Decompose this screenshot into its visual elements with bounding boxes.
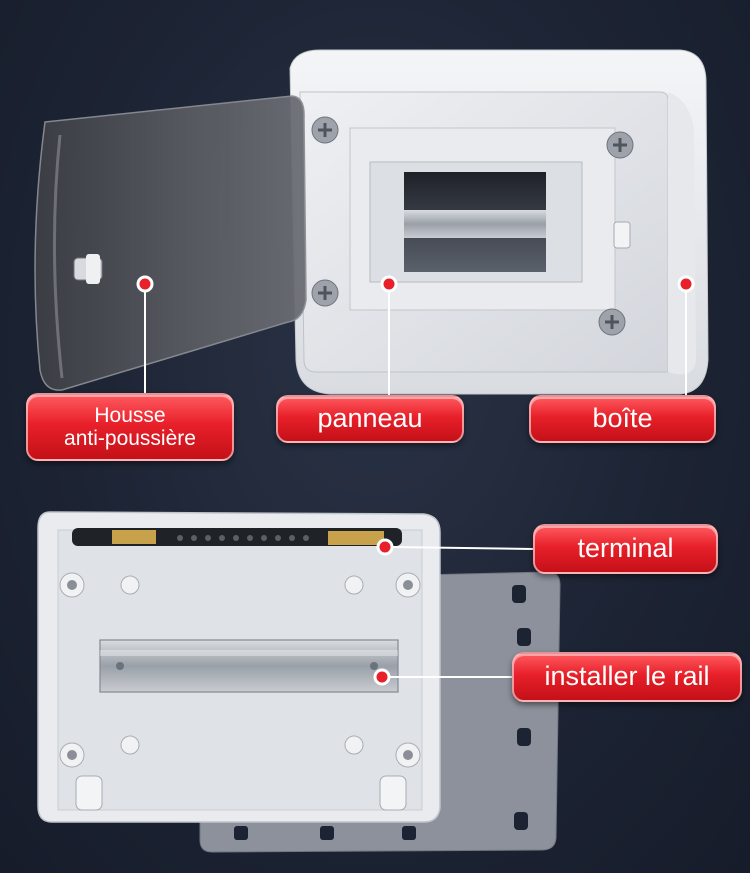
screw-icon: [598, 308, 626, 336]
open-base-tray: [37, 511, 441, 823]
label-terminal-text: terminal: [577, 533, 674, 564]
label-panneau: panneau: [276, 395, 464, 443]
back-cover-plate: [199, 571, 561, 853]
screw-icon: [606, 131, 634, 159]
label-boite: boîte: [529, 395, 716, 443]
label-terminal: terminal: [533, 524, 718, 574]
screw-icon: [311, 116, 339, 144]
label-panneau-text: panneau: [317, 403, 423, 434]
leader-line-panneau: [380, 275, 398, 395]
screw-icon: [311, 279, 339, 307]
label-housse: Housse anti-poussière: [26, 393, 234, 461]
label-housse-text: Housse anti-poussière: [64, 403, 196, 450]
label-rail: installer le rail: [512, 652, 742, 702]
enclosure-box: [289, 49, 709, 395]
label-rail-text: installer le rail: [544, 661, 710, 692]
leader-line-terminal: [376, 538, 534, 556]
leader-line-rail: [373, 668, 512, 686]
leader-line-housse: [136, 275, 154, 393]
transparent-door: [34, 95, 307, 391]
leader-line-boite: [677, 275, 695, 395]
label-boite-text: boîte: [592, 403, 653, 434]
